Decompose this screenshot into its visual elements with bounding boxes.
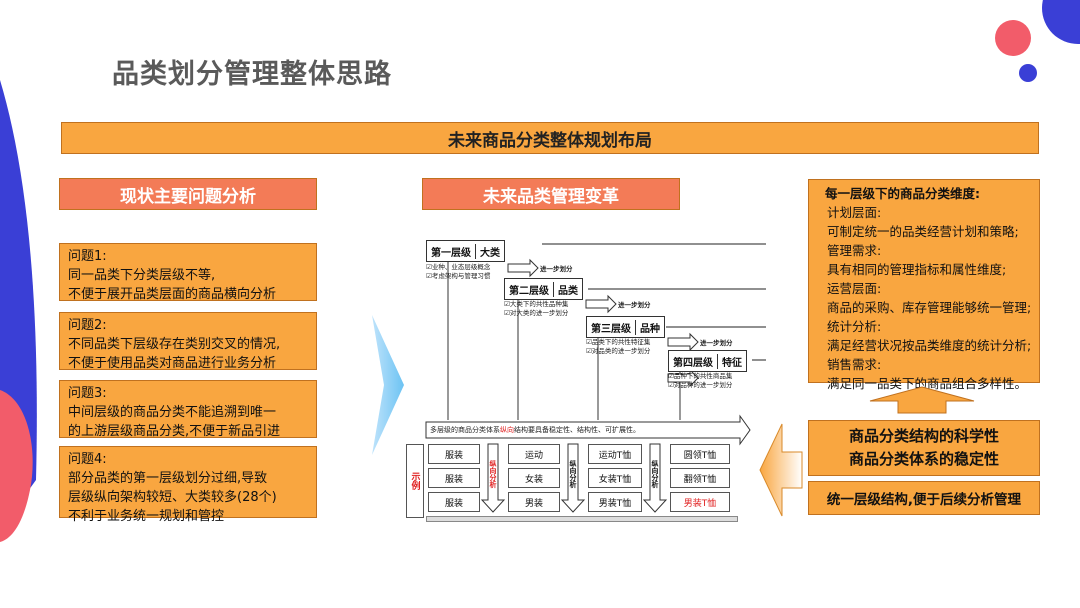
next-split-label: 进一步划分 — [618, 301, 651, 309]
dimension-text: 具有相同的管理指标和属性维度; — [827, 262, 1007, 277]
problem-card-3: 问题3: 中间层级的商品分类不能追溯到唯一 的上游层级商品分类,不便于新品引进 — [59, 380, 317, 439]
structure-note: 多层级的商品分类体系纵向结构要具备稳定性、结构性、可扩展性。 — [430, 426, 640, 435]
next-split-label: 进一步划分 — [540, 265, 573, 273]
problem-line: 层级纵向架构较短、大类较多(28个) — [68, 490, 277, 505]
problem-line: 不利于业务统一规划和管控 — [68, 509, 225, 524]
problem-line: 不便于使用品类对商品进行业务分析 — [68, 356, 277, 371]
dimension-panel: 每一层级下的商品分类维度: 计划层面: 可制定统一的品类经营计划和策略; 管理需… — [808, 179, 1040, 391]
dimension-text: 商品的采购、库存管理能够统一管理; — [827, 300, 1032, 315]
level-name: 第二层级 — [509, 285, 549, 297]
problem-label: 问题3: — [68, 386, 107, 401]
vertical-analysis-label: 纵向分析 — [489, 460, 497, 488]
problem-label: 问题2: — [68, 318, 107, 333]
level-tag: 特征 — [717, 353, 746, 369]
category-change-header: 未来品类管理变革 — [422, 178, 680, 210]
problem-line: 不同品类下层级存在类别交叉的情况, — [68, 337, 281, 352]
science-line: 商品分类结构的科学性 — [848, 427, 999, 445]
dimension-label: 计划层面: — [827, 205, 882, 220]
grid-cell: 女装T恤 — [588, 468, 642, 488]
left-arrow-icon — [759, 423, 803, 517]
stability-line: 商品分类体系的稳定性 — [848, 450, 999, 468]
dimension-heading: 每一层级下的商品分类维度: — [825, 186, 980, 201]
unify-structure-box: 统一层级结构,便于后续分析管理 — [808, 481, 1040, 515]
problem-line: 中间层级的商品分类不能追溯到唯一 — [68, 405, 277, 420]
level-tag: 品种 — [635, 319, 664, 335]
grid-cell-highlight: 男装T恤 — [670, 492, 730, 512]
layout-banner: 未来商品分类整体规划布局 — [61, 122, 1039, 154]
level-note: ☑品种下的共性商品集 — [668, 372, 733, 380]
problem-line: 的上游层级商品分类,不便于新品引进 — [68, 424, 281, 439]
next-split-label: 进一步划分 — [700, 339, 733, 347]
level-note: ☑对品类的进一步划分 — [586, 347, 651, 355]
grid-cell: 女装 — [508, 468, 560, 488]
level-tag: 品类 — [553, 281, 582, 297]
grid-cell: 运动T恤 — [588, 444, 642, 464]
grid-cell: 圆领T恤 — [670, 444, 730, 464]
problem-label: 问题4: — [68, 452, 107, 467]
level-note: ☑业种、业态层级概念 — [426, 263, 491, 271]
level-notes-3: ☑品类下的共性特征集 ☑对品类的进一步划分 — [586, 338, 650, 356]
level-box-1: 第一层级 大类 — [426, 240, 505, 262]
level-notes-1: ☑业种、业态层级概念 ☑考虑架构与管理习惯 — [426, 263, 490, 281]
grid-cell: 服装 — [428, 444, 480, 464]
grid-cell: 翻领T恤 — [670, 468, 730, 488]
level-name: 第四层级 — [673, 357, 713, 369]
up-arrow-icon — [869, 386, 975, 414]
corner-decoration-top-right — [995, 0, 1080, 82]
structure-note-red: 纵向 — [500, 426, 514, 434]
diagram-lines — [425, 243, 766, 513]
category-level-diagram: 第一层级 大类 ☑业种、业态层级概念 ☑考虑架构与管理习惯 进一步划分 第二层级… — [406, 232, 770, 522]
problem-line: 同一品类下分类层级不等, — [68, 268, 216, 283]
dimension-label: 销售需求: — [827, 357, 882, 372]
problem-card-4: 问题4: 部分品类的第一层级划分过细,导致 层级纵向架构较短、大类较多(28个)… — [59, 446, 317, 524]
dimension-label: 运营层面: — [827, 281, 882, 296]
left-edge-decoration — [0, 80, 37, 542]
problem-line: 不便于展开品类层面的商品横向分析 — [68, 287, 277, 302]
dimension-text: 可制定统一的品类经营计划和策略; — [827, 224, 1019, 239]
dimension-text: 满足经营状况按品类维度的统计分析; — [827, 338, 1032, 353]
dimension-label: 管理需求: — [827, 243, 882, 258]
level-box-3: 第三层级 品种 — [586, 316, 665, 338]
grid-cell: 服装 — [428, 468, 480, 488]
level-box-2: 第二层级 品类 — [504, 278, 583, 300]
grid-cell: 服装 — [428, 492, 480, 512]
level-note: ☑考虑架构与管理习惯 — [426, 272, 491, 280]
level-name: 第三层级 — [591, 323, 631, 335]
page-title: 品类划分管理整体思路 — [112, 59, 392, 90]
structure-note-pre: 多层级的商品分类体系 — [430, 426, 500, 434]
structure-note-post: 结构要具备稳定性、结构性、可扩展性。 — [514, 426, 640, 434]
level-notes-4: ☑品种下的共性商品集 ☑对品种的进一步划分 — [668, 372, 732, 390]
level-tag: 大类 — [475, 243, 504, 259]
grid-cell: 男装 — [508, 492, 560, 512]
vertical-analysis-label: 纵向分析 — [651, 460, 659, 488]
grid-cell: 运动 — [508, 444, 560, 464]
level-note: ☑对大类的进一步划分 — [504, 309, 569, 317]
level-note: ☑对品种的进一步划分 — [668, 381, 733, 389]
level-note: ☑大类下的共性品种集 — [504, 300, 569, 308]
problem-label: 问题1: — [68, 249, 107, 264]
grid-base-bar — [426, 516, 738, 522]
problem-analysis-header: 现状主要问题分析 — [59, 178, 317, 210]
problem-line: 部分品类的第一层级划分过细,导致 — [68, 471, 268, 486]
right-arrow-icon — [372, 315, 404, 455]
example-label: 示例 — [406, 444, 424, 518]
level-name: 第一层级 — [431, 247, 471, 259]
dimension-label: 统计分析: — [827, 319, 882, 334]
problem-card-1: 问题1: 同一品类下分类层级不等, 不便于展开品类层面的商品横向分析 — [59, 243, 317, 302]
level-box-4: 第四层级 特征 — [668, 350, 747, 372]
problem-card-2: 问题2: 不同品类下层级存在类别交叉的情况, 不便于使用品类对商品进行业务分析 — [59, 312, 317, 371]
dimension-text: 满足同一品类下的商品组合多样性。 — [827, 376, 1028, 391]
vertical-analysis-label: 纵向分析 — [569, 460, 577, 488]
grid-cell: 男装T恤 — [588, 492, 642, 512]
level-note: ☑品类下的共性特征集 — [586, 338, 651, 346]
science-stability-box: 商品分类结构的科学性 商品分类体系的稳定性 — [808, 420, 1040, 476]
level-notes-2: ☑大类下的共性品种集 ☑对大类的进一步划分 — [504, 300, 568, 318]
